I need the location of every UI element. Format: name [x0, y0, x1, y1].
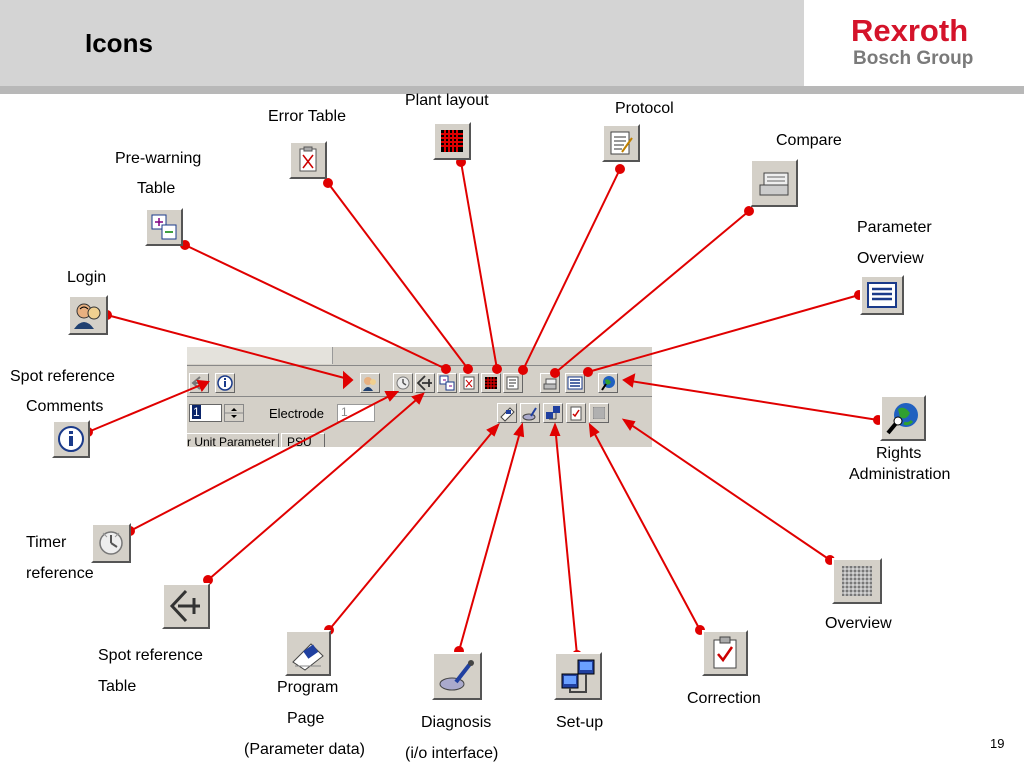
tb-timer-reference-icon[interactable]	[393, 373, 413, 393]
label-spotref-comments-1: Spot reference	[10, 368, 115, 385]
label-compare: Compare	[776, 132, 842, 149]
correction-icon	[702, 630, 748, 676]
tb-overview-icon[interactable]	[589, 403, 609, 423]
label-program-3: (Parameter data)	[244, 741, 365, 758]
label-program-2: Page	[287, 710, 325, 727]
login-icon	[68, 295, 108, 335]
slide-title: Icons	[85, 28, 153, 58]
label-diagnosis-2: (i/o interface)	[405, 745, 499, 762]
setup-icon	[554, 652, 602, 700]
tab-psu[interactable]: PSU	[281, 433, 325, 447]
tb-plant-layout-icon[interactable]	[481, 373, 501, 393]
label-parameter-2: Overview	[857, 250, 924, 267]
label-rights-1: Rights	[876, 445, 922, 462]
spot-reference-table-icon	[162, 583, 210, 629]
diagnosis-icon	[432, 652, 482, 700]
page-number: 19	[990, 736, 1005, 751]
plant-layout-icon	[433, 122, 471, 160]
spinner-control[interactable]	[224, 404, 244, 422]
label-error-table: Error Table	[268, 108, 346, 125]
tb-setup-icon[interactable]	[543, 403, 563, 423]
info-icon[interactable]	[215, 373, 235, 393]
tb-spot-reference-table-icon[interactable]	[415, 373, 435, 393]
label-protocol: Protocol	[615, 100, 674, 117]
logo-area	[804, 0, 1024, 86]
tb-program-page-icon[interactable]	[497, 403, 517, 423]
label-prewarning-1: Pre-warning	[115, 150, 202, 167]
brand-logo: Rexroth	[851, 13, 969, 48]
number-field-value: 1	[192, 405, 201, 419]
electrode-label: Electrode	[269, 406, 324, 421]
label-plant-layout: Plant layout	[405, 92, 489, 109]
rights-administration-icon	[880, 395, 926, 441]
tb-error-table-icon[interactable]	[459, 373, 479, 393]
label-login: Login	[67, 269, 107, 286]
label-spotref-table-1: Spot reference	[98, 647, 203, 664]
tb-rights-administration-icon[interactable]	[598, 373, 618, 393]
label-rights-2: Administration	[849, 466, 951, 483]
tb-correction-icon[interactable]	[566, 403, 586, 423]
label-prewarning-2: Table	[137, 180, 176, 197]
timer-reference-icon	[91, 523, 131, 563]
label-setup: Set-up	[556, 714, 604, 731]
tb-login-icon[interactable]	[360, 373, 380, 393]
compare-icon	[750, 159, 798, 207]
tb-protocol-icon[interactable]	[503, 373, 523, 393]
header-rule	[0, 86, 1024, 94]
label-correction: Correction	[687, 690, 761, 707]
label-program-1: Program	[277, 679, 339, 696]
number-field[interactable]: 1	[189, 404, 222, 422]
program-page-icon	[285, 630, 331, 676]
spot-reference-comments-icon	[52, 420, 90, 458]
label-timer-1: Timer	[26, 534, 67, 551]
overview-icon	[832, 558, 882, 604]
brand-subtitle: Bosch Group	[853, 48, 974, 69]
label-timer-2: reference	[26, 565, 94, 582]
label-spotref-comments-2: Comments	[26, 398, 104, 415]
parameter-overview-icon	[860, 275, 904, 315]
label-overview: Overview	[825, 615, 892, 632]
prewarning-table-icon	[145, 208, 183, 246]
label-diagnosis-1: Diagnosis	[421, 714, 492, 731]
error-table-icon	[289, 141, 327, 179]
label-spotref-table-2: Table	[98, 678, 137, 695]
tb-parameter-overview-icon[interactable]	[565, 373, 585, 393]
label-parameter-1: Parameter	[857, 219, 932, 236]
tb-diagnosis-icon[interactable]	[520, 403, 540, 423]
protocol-icon	[602, 124, 640, 162]
tab-unit-parameter[interactable]: r Unit Parameter	[187, 433, 279, 447]
toolbar-divider	[187, 365, 652, 366]
